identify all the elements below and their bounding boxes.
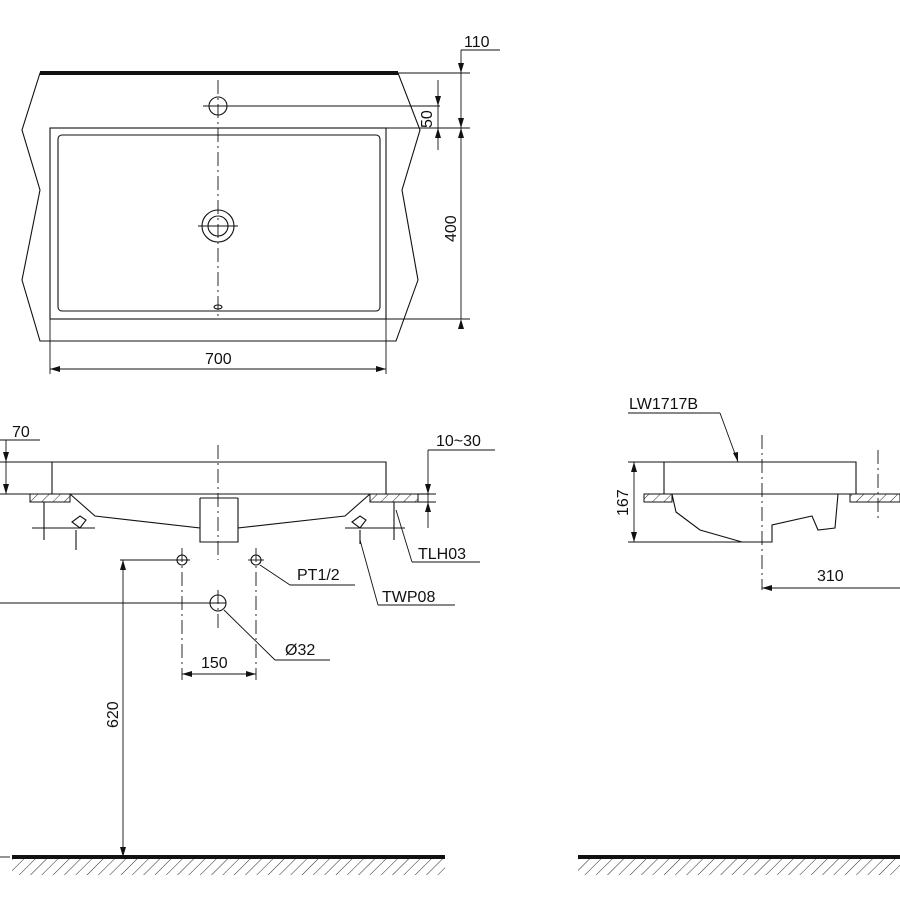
model-label: LW1717B (629, 396, 698, 413)
countertop-right (369, 493, 419, 503)
dim-side-depth: 310 (817, 568, 844, 585)
dim-total-depth: 110 (464, 34, 490, 51)
front-basin-body (51, 461, 387, 495)
side-countertop-left (643, 493, 673, 503)
label-supply: PT1/2 (297, 567, 340, 584)
dim-side-height: 167 (615, 489, 632, 516)
bowl-inner (57, 134, 381, 312)
front-view: 70 10~30 TLH03 TWP08 PT1/2 (0, 424, 495, 875)
dim-supply-spacing: 150 (201, 655, 228, 672)
dim-bowl-depth: 400 (443, 215, 460, 242)
basin-outline (21, 72, 421, 342)
dim-counter-thickness: 10~30 (436, 433, 481, 450)
side-basin-body (663, 461, 857, 495)
dim-drain-height: 620 (105, 701, 122, 728)
label-fitting: TWP08 (382, 589, 435, 606)
overflow-icon (213, 304, 223, 310)
countertop-left (29, 493, 71, 503)
dim-rim-height: 70 (12, 424, 30, 441)
top-view: 110 50 400 700 (21, 34, 500, 374)
dim-width: 700 (205, 351, 232, 368)
label-bracket: TLH03 (418, 546, 466, 563)
side-countertop-right (849, 493, 900, 503)
dim-drain-dia: Ø32 (285, 642, 315, 659)
dim-tap-offset: 50 (419, 110, 436, 128)
side-view: LW1717B 167 310 (578, 396, 900, 875)
